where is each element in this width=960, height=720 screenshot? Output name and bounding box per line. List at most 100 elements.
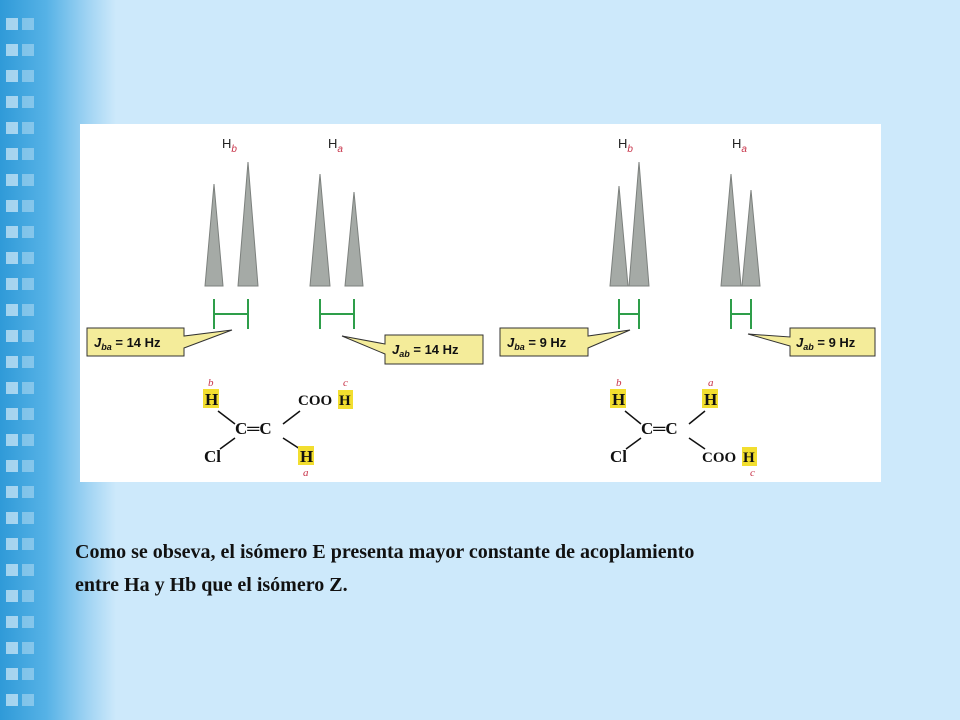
decorative-square bbox=[6, 616, 18, 628]
decorative-squares-column bbox=[6, 0, 34, 720]
right-h-right-highlight bbox=[702, 389, 718, 408]
decorative-square bbox=[6, 408, 18, 420]
svg-text:Jba = 14 Hz: Jba = 14 Hz bbox=[94, 335, 161, 352]
left-panel: Hb Ha Jba = 14 Hz Jab = 14 bbox=[86, 136, 484, 479]
decorative-square bbox=[6, 460, 18, 472]
caption-line-2: entre Ha y Hb que el isómero Z. bbox=[75, 574, 348, 596]
decorative-square bbox=[22, 252, 34, 264]
left-peak-2 bbox=[237, 161, 259, 287]
decorative-square bbox=[22, 460, 34, 472]
decorative-square bbox=[6, 70, 18, 82]
left-cooh-h: H bbox=[339, 393, 351, 409]
decorative-square bbox=[6, 330, 18, 342]
right-molecule-e-isomer: b H a H C═C Cl COO H c bbox=[610, 377, 757, 479]
decorative-square bbox=[22, 174, 34, 186]
decorative-square bbox=[22, 330, 34, 342]
decorative-square bbox=[22, 382, 34, 394]
decorative-square bbox=[22, 278, 34, 290]
decorative-square bbox=[6, 148, 18, 160]
decorative-square bbox=[22, 304, 34, 316]
decorative-square bbox=[6, 278, 18, 290]
decorative-square bbox=[6, 538, 18, 550]
decorative-square bbox=[6, 174, 18, 186]
decorative-square bbox=[6, 486, 18, 498]
decorative-square bbox=[22, 538, 34, 550]
decorative-square bbox=[6, 668, 18, 680]
left-h-bottom-highlight bbox=[298, 446, 314, 465]
left-label-c: c bbox=[343, 377, 348, 389]
decorative-square bbox=[22, 564, 34, 576]
right-label-b: b bbox=[616, 377, 622, 389]
left-cooh-h-highlight bbox=[338, 390, 353, 409]
nmr-coupling-figure: Hb Ha Jba = 14 Hz Jab = 14 bbox=[80, 124, 881, 482]
decorative-square bbox=[22, 668, 34, 680]
left-callout-jab: Jab = 14 Hz bbox=[341, 334, 484, 365]
decorative-square bbox=[6, 356, 18, 368]
decorative-square bbox=[22, 694, 34, 706]
decorative-square bbox=[22, 486, 34, 498]
right-label-a: a bbox=[708, 377, 714, 389]
decorative-square bbox=[22, 70, 34, 82]
right-h-left-highlight bbox=[610, 389, 626, 408]
decorative-square bbox=[22, 96, 34, 108]
left-molecule-z-isomer: b H COO H c C═C Cl H a bbox=[203, 377, 353, 479]
right-panel: Hb Ha Jba = 9 Hz Jab = 9 H bbox=[499, 136, 876, 479]
right-h-left: H bbox=[612, 390, 625, 409]
left-peak-label-ha: Ha bbox=[328, 136, 343, 155]
right-cooh-h: H bbox=[743, 450, 755, 466]
right-peak-1 bbox=[609, 185, 629, 287]
svg-text:Jab = 9 Hz: Jab = 9 Hz bbox=[796, 335, 856, 352]
decorative-square bbox=[6, 590, 18, 602]
decorative-square bbox=[22, 44, 34, 56]
svg-text:Jba = 9 Hz: Jba = 9 Hz bbox=[507, 335, 567, 352]
decorative-square bbox=[22, 148, 34, 160]
right-coupling-marker-a bbox=[730, 299, 752, 329]
decorative-square bbox=[22, 200, 34, 212]
left-label-b: b bbox=[208, 377, 214, 389]
decorative-square bbox=[6, 512, 18, 524]
left-coupling-marker-b bbox=[213, 299, 249, 329]
right-peak-4 bbox=[741, 189, 761, 287]
right-coupling-marker-b bbox=[618, 299, 640, 329]
right-peak-2 bbox=[628, 161, 650, 287]
left-h-top: H bbox=[205, 390, 218, 409]
decorative-square bbox=[6, 382, 18, 394]
left-h-top-highlight bbox=[203, 389, 219, 408]
left-coupling-marker-a bbox=[319, 299, 355, 329]
left-c-double-c: C═C bbox=[235, 419, 272, 438]
decorative-square bbox=[22, 434, 34, 446]
decorative-square bbox=[6, 18, 18, 30]
right-peak-3 bbox=[720, 173, 742, 287]
right-cl: Cl bbox=[610, 447, 627, 466]
left-h-bottom: H bbox=[300, 447, 313, 466]
decorative-square bbox=[6, 694, 18, 706]
left-label-a: a bbox=[303, 467, 309, 479]
decorative-square bbox=[6, 252, 18, 264]
decorative-square bbox=[6, 642, 18, 654]
right-peak-label-ha: Ha bbox=[732, 136, 747, 155]
decorative-square bbox=[22, 512, 34, 524]
left-peak-1 bbox=[204, 183, 224, 287]
left-cl: Cl bbox=[204, 447, 221, 466]
left-peak-3 bbox=[309, 173, 331, 287]
left-peak-label-hb: Hb bbox=[222, 136, 237, 155]
right-c-double-c: C═C bbox=[641, 419, 678, 438]
right-cooh: COO bbox=[702, 450, 736, 466]
decorative-square bbox=[22, 122, 34, 134]
decorative-square bbox=[6, 434, 18, 446]
right-label-c: c bbox=[750, 467, 755, 479]
decorative-square bbox=[6, 96, 18, 108]
decorative-square bbox=[22, 590, 34, 602]
decorative-square bbox=[22, 408, 34, 420]
left-callout-jba: Jba = 14 Hz bbox=[86, 327, 233, 357]
left-peak-4 bbox=[344, 191, 364, 287]
decorative-square bbox=[6, 122, 18, 134]
left-cooh: COO bbox=[298, 393, 332, 409]
right-callout-jba: Jba = 9 Hz bbox=[499, 327, 631, 357]
decorative-square bbox=[6, 226, 18, 238]
right-h-right: H bbox=[704, 390, 717, 409]
nmr-figure-svg: Hb Ha Jba = 14 Hz Jab = 14 bbox=[86, 136, 876, 479]
right-cooh-h-highlight bbox=[742, 447, 757, 466]
decorative-square bbox=[6, 564, 18, 576]
decorative-square bbox=[6, 304, 18, 316]
